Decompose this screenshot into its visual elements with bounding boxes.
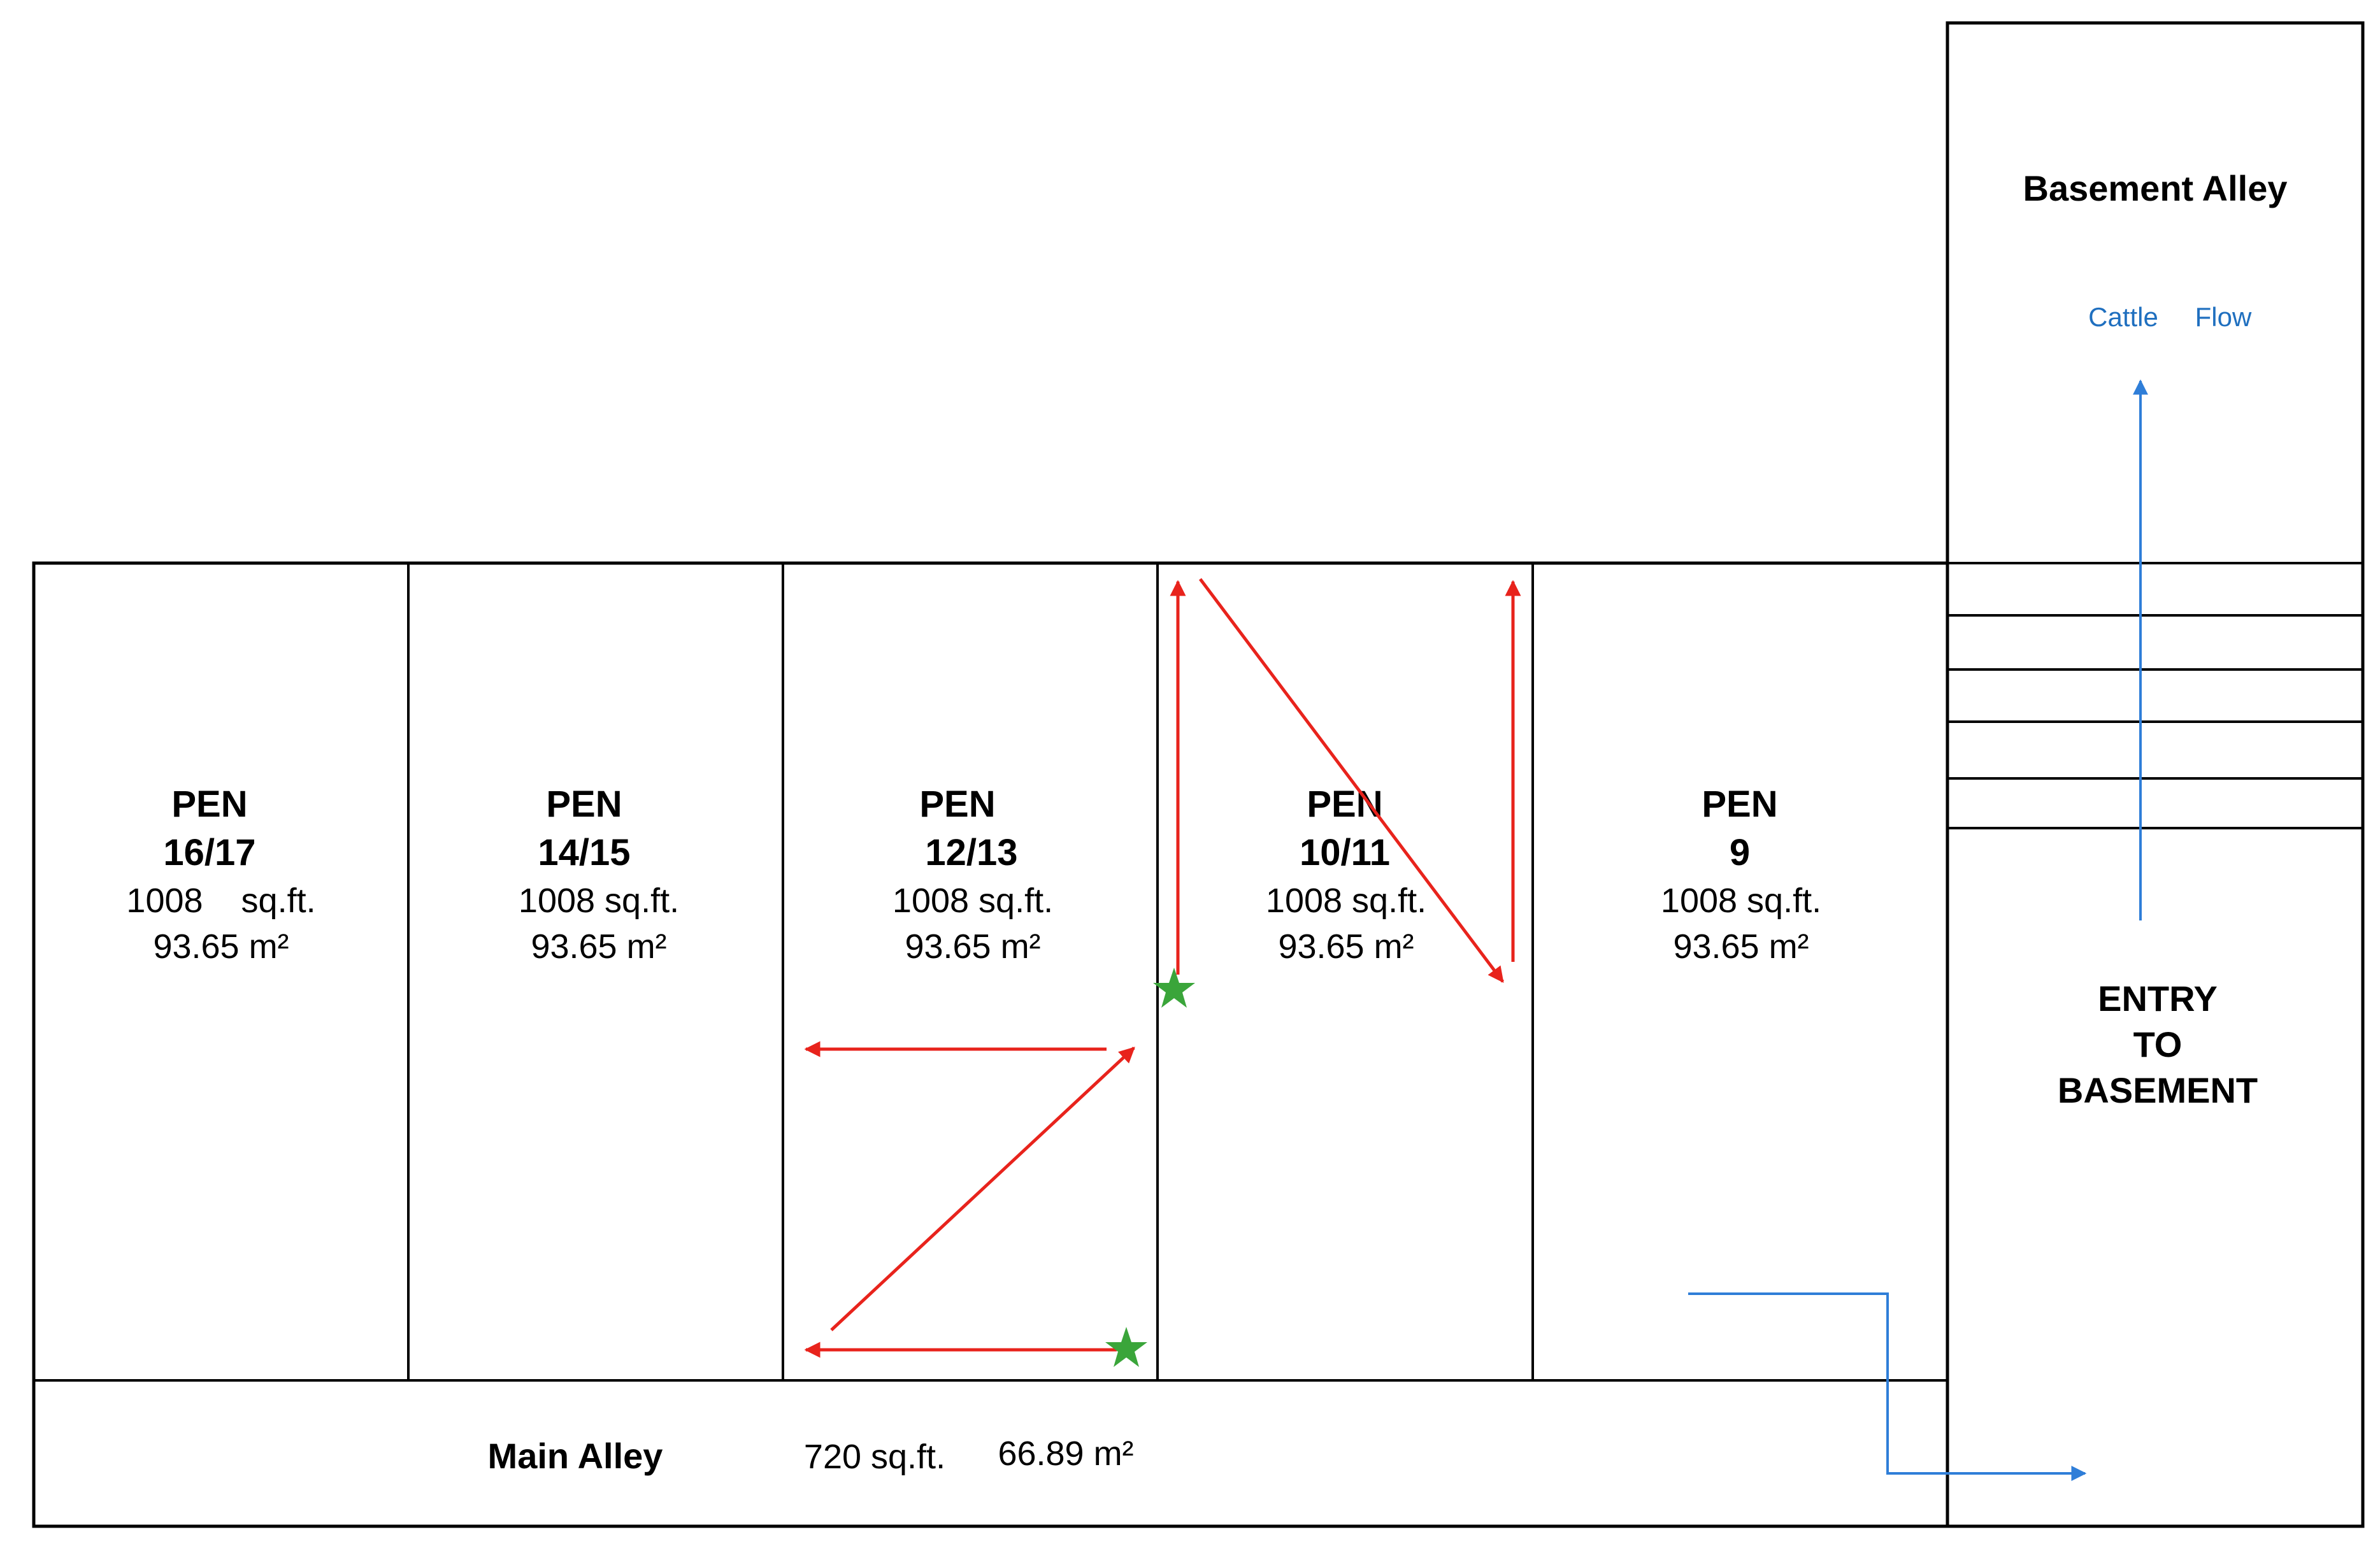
- pen-title: PEN: [919, 784, 995, 825]
- pen-area-m2: 93.65 m²: [905, 927, 1040, 966]
- pen-number: 12/13: [925, 832, 1017, 873]
- main-alley-label: Main Alley: [488, 1436, 663, 1476]
- pen-14-15: PEN 14/15 1008 sq.ft. 93.65 m²: [519, 784, 679, 966]
- star-icon: [1105, 1327, 1147, 1367]
- pen-title: PEN: [1702, 784, 1777, 825]
- building-walls: [32, 21, 2365, 1528]
- main-alley: Main Alley 720 sq.ft. 66.89 m²: [488, 1435, 1134, 1476]
- pen-area-sqft: 1008 sq.ft.: [126, 882, 315, 920]
- pen-block-outline: [32, 561, 1949, 1528]
- pen-area-sqft: 1008 sq.ft.: [1661, 882, 1821, 920]
- entry-line-1: ENTRY: [2098, 978, 2218, 1019]
- pen-area-sqft: 1008 sq.ft.: [892, 882, 1053, 920]
- pen-area-sqft: 1008 sq.ft.: [519, 882, 679, 920]
- pen-number: 9: [1730, 832, 1750, 873]
- cattle-flow-word-1: Cattle: [2088, 302, 2158, 332]
- basement-column-outline: [1946, 21, 2365, 1528]
- pen-16-17: PEN 16/17 1008 sq.ft. 93.65 m²: [126, 784, 315, 966]
- cattle-flow-entry-arrow: [1688, 1292, 2087, 1481]
- cattle-flow-arrows: [1688, 379, 2148, 1481]
- pen-9: PEN 9 1008 sq.ft. 93.65 m²: [1661, 784, 1821, 966]
- pen-area-m2: 93.65 m²: [531, 927, 666, 966]
- pen-number: 16/17: [163, 832, 255, 873]
- route-arrow-diagonal-down: [1199, 578, 1504, 983]
- basement-alley-label: Basement Alley: [2023, 168, 2288, 208]
- pen-12-13: PEN 12/13 1008 sq.ft. 93.65 m²: [892, 784, 1053, 966]
- route-arrow-diagonal-up: [830, 1047, 1135, 1331]
- pen-title: PEN: [171, 784, 247, 825]
- pen-area-sqft: 1008 sq.ft.: [1266, 882, 1426, 920]
- pen-area-m2: 93.65 m²: [1278, 927, 1414, 966]
- star-icon: [1153, 968, 1195, 1008]
- pen-area-m2: 93.65 m²: [1673, 927, 1809, 966]
- entry-to-basement: ENTRY TO BASEMENT: [2058, 978, 2258, 1110]
- basement-alley: Basement Alley Cattle Flow: [2023, 168, 2288, 332]
- main-alley-area-m2: 66.89 m²: [998, 1435, 1133, 1473]
- route-arrows: [804, 578, 1521, 1358]
- cattle-flow-word-2: Flow: [2195, 302, 2252, 332]
- pen-area-m2: 93.65 m²: [153, 927, 289, 966]
- pen-10-11: PEN 10/11 1008 sq.ft. 93.65 m²: [1266, 784, 1426, 966]
- main-alley-area-sqft: 720 sq.ft.: [804, 1438, 945, 1476]
- pen-number: 14/15: [538, 832, 630, 873]
- start-markers: [1105, 968, 1195, 1367]
- pen-number: 10/11: [1300, 832, 1390, 873]
- pen-title: PEN: [546, 784, 622, 825]
- entry-line-3: BASEMENT: [2058, 1070, 2258, 1110]
- entry-line-2: TO: [2133, 1024, 2183, 1064]
